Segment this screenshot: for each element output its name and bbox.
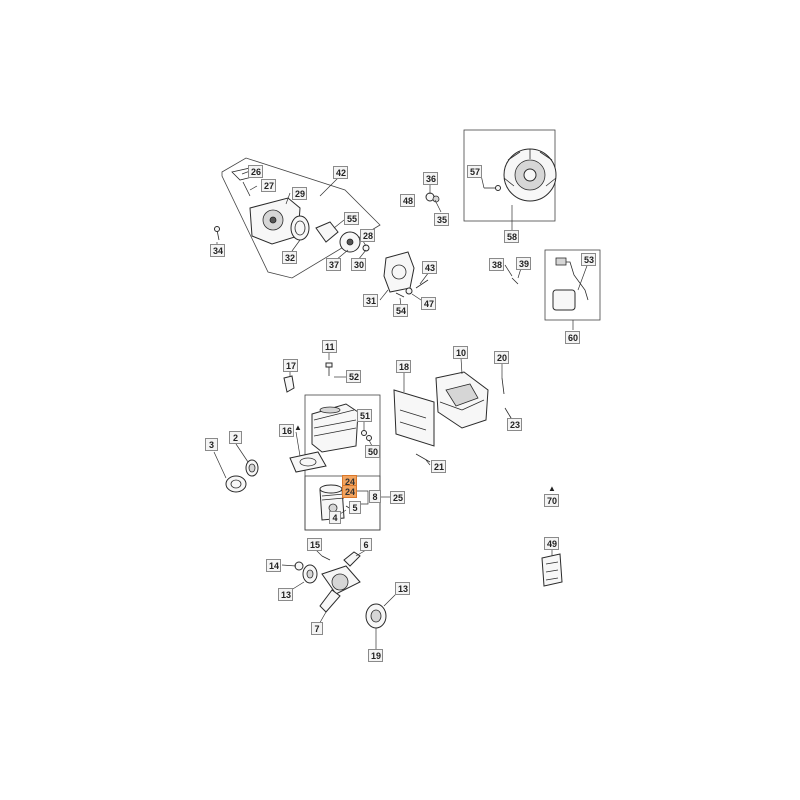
callout-51[interactable]: 51 (357, 409, 372, 422)
wire-43 (415, 279, 429, 289)
callout-17[interactable]: 17 (283, 359, 298, 372)
callout-42[interactable]: 42 (333, 166, 348, 179)
callout-37[interactable]: 37 (326, 258, 341, 271)
nut-51 (361, 430, 367, 436)
callout-18[interactable]: 18 (396, 360, 411, 373)
callout-11[interactable]: 11 (322, 340, 337, 353)
ignition-coil (552, 257, 589, 311)
callout-58[interactable]: 58 (504, 230, 519, 243)
spring-54 (395, 292, 405, 298)
screw-34-head (214, 226, 220, 232)
callout-27[interactable]: 27 (261, 179, 276, 192)
callout-24-lower[interactable]: 24 (342, 485, 357, 498)
screw-39 (511, 277, 519, 285)
nut-50 (366, 435, 372, 441)
callout-38[interactable]: 38 (489, 258, 504, 271)
crankshaft (319, 551, 361, 613)
callout-19[interactable]: 19 (368, 649, 383, 662)
callout-43[interactable]: 43 (422, 261, 437, 274)
callout-2[interactable]: 2 (229, 431, 242, 444)
bearing-13-left (302, 564, 318, 584)
starter-group-outline (221, 157, 381, 279)
gasket-31 (383, 251, 415, 293)
key-15 (321, 555, 331, 561)
callout-70[interactable]: 70 (544, 494, 559, 507)
starter-housing (231, 167, 301, 245)
callout-14[interactable]: 14 (266, 559, 281, 572)
callout-10[interactable]: 10 (453, 346, 468, 359)
callout-16[interactable]: 16 (279, 424, 294, 437)
label-sticker-49-pattern (545, 561, 559, 581)
callout-6[interactable]: 6 (360, 538, 372, 551)
callout-32[interactable]: 32 (282, 251, 297, 264)
callout-30[interactable]: 30 (351, 258, 366, 271)
bearing-2 (245, 459, 259, 477)
callout-21[interactable]: 21 (431, 460, 446, 473)
cylinder (311, 403, 359, 453)
starter-spring (290, 215, 310, 241)
callout-35[interactable]: 35 (434, 213, 449, 226)
callout-24-upper[interactable]: 24 (342, 475, 357, 488)
gasket-31-hole (391, 264, 407, 280)
seal-14 (294, 561, 304, 571)
callout-39[interactable]: 39 (516, 257, 531, 270)
spark-plug-17 (283, 375, 295, 393)
starter-pulley (315, 221, 370, 253)
callout-49[interactable]: 49 (544, 537, 559, 550)
callout-36[interactable]: 36 (423, 172, 438, 185)
callout-50[interactable]: 50 (365, 445, 380, 458)
nut-35 (432, 195, 440, 203)
screw-20 (501, 377, 505, 395)
label-sticker-49 (541, 553, 563, 587)
muffler (435, 371, 489, 429)
callout-15[interactable]: 15 (307, 538, 322, 551)
callout-29[interactable]: 29 (292, 187, 307, 200)
callout-54[interactable]: 54 (393, 304, 408, 317)
ignition-group-box (544, 249, 601, 321)
callout-13-right[interactable]: 13 (395, 582, 410, 595)
callout-26[interactable]: 26 (248, 165, 263, 178)
flywheel (484, 148, 557, 202)
base-gasket-hole (299, 457, 317, 467)
callout-5[interactable]: 5 (349, 501, 361, 514)
marker-70: ▲ (548, 484, 556, 493)
callout-8[interactable]: 8 (369, 490, 381, 503)
oil-seal-3 (225, 475, 247, 493)
callout-53[interactable]: 53 (581, 253, 596, 266)
base-gasket (289, 451, 327, 473)
callout-34[interactable]: 34 (210, 244, 225, 257)
callout-28[interactable]: 28 (360, 229, 375, 242)
callout-20[interactable]: 20 (494, 351, 509, 364)
screw-11-head (325, 362, 333, 368)
callout-3[interactable]: 3 (205, 438, 218, 451)
callout-47[interactable]: 47 (421, 297, 436, 310)
screw-21 (415, 453, 431, 463)
marker-16: ▲ (294, 423, 302, 432)
callout-31[interactable]: 31 (363, 294, 378, 307)
callout-7[interactable]: 7 (311, 622, 323, 635)
callout-4[interactable]: 4 (329, 511, 341, 524)
bearing-13-right (365, 603, 387, 629)
heat-shield (393, 389, 435, 447)
callout-57[interactable]: 57 (467, 165, 482, 178)
callout-52[interactable]: 52 (346, 370, 361, 383)
callout-25[interactable]: 25 (390, 491, 405, 504)
callout-55[interactable]: 55 (344, 212, 359, 225)
callout-23[interactable]: 23 (507, 418, 522, 431)
callout-48[interactable]: 48 (400, 194, 415, 207)
callout-13-left[interactable]: 13 (278, 588, 293, 601)
nut-47 (405, 287, 413, 295)
callout-60[interactable]: 60 (565, 331, 580, 344)
